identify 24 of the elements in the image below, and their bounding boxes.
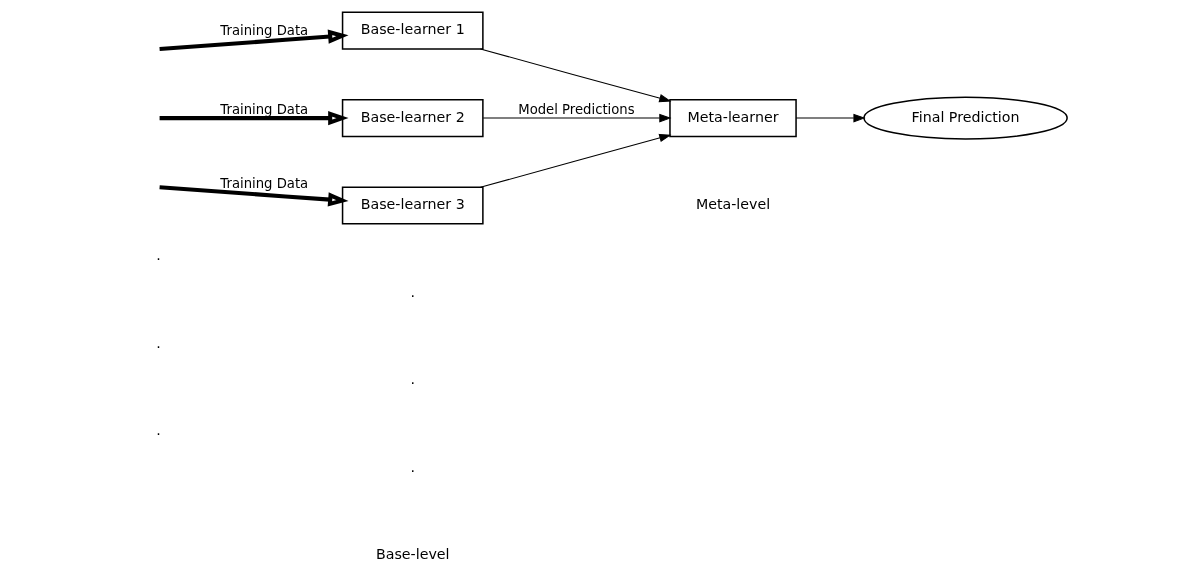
node-box: Meta-learner [669, 99, 797, 138]
edge-label: Model Predictions [518, 102, 635, 118]
edge-label: Training Data [220, 23, 309, 39]
arrow [479, 48, 672, 103]
label: . [410, 458, 415, 475]
arrow [159, 185, 349, 207]
arrow [795, 113, 866, 123]
label: . [156, 334, 161, 351]
node-box: Base-learner 3 [341, 186, 484, 225]
arrow [159, 110, 349, 126]
label: Meta-level [695, 196, 771, 213]
label: . [156, 247, 161, 264]
label: Base-level [375, 546, 450, 563]
node-box: Base-learner 2 [341, 99, 484, 138]
edge-label: Training Data [220, 175, 309, 191]
node-box: Base-learner 1 [341, 11, 484, 50]
arrow [482, 113, 672, 123]
label: . [410, 283, 415, 300]
arrow [159, 29, 349, 51]
edge-label: Training Data [220, 102, 309, 118]
arrow [479, 133, 672, 188]
label: . [410, 371, 415, 388]
label: . [156, 422, 161, 439]
node-ellipse: Final Prediction [863, 96, 1068, 140]
